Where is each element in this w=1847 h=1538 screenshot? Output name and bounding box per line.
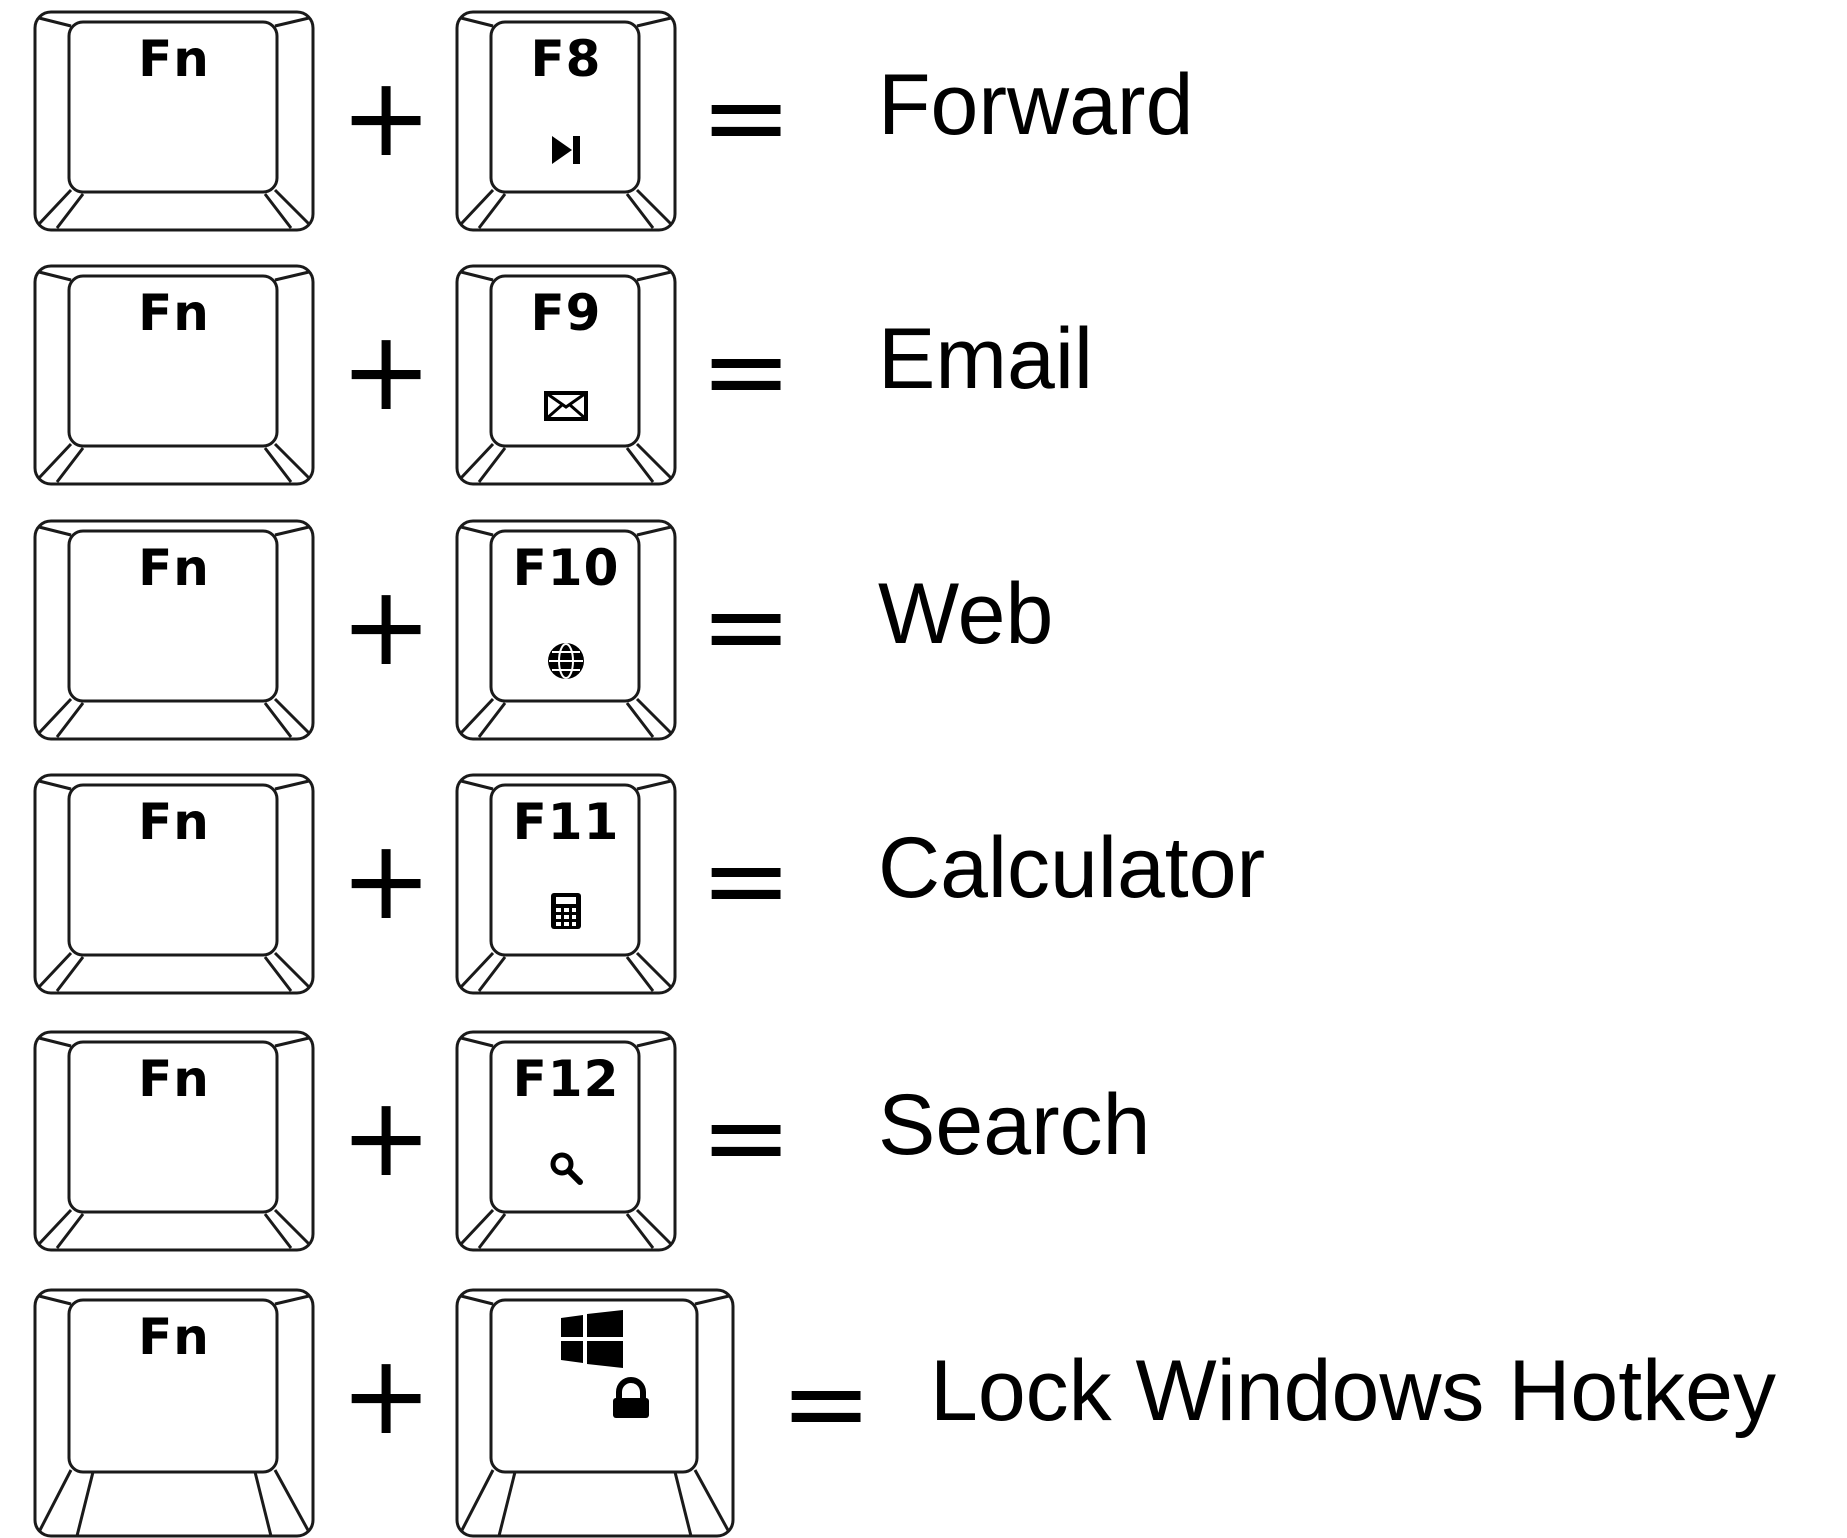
equals-sign: = bbox=[780, 1339, 873, 1467]
f12-key-label: F12 bbox=[512, 1050, 620, 1108]
fn-key: Fn bbox=[33, 1288, 315, 1538]
fn-key: Fn bbox=[33, 1030, 315, 1252]
fn-key: Fn bbox=[33, 519, 315, 741]
fn-key-label: Fn bbox=[138, 539, 210, 597]
plus-sign: + bbox=[340, 307, 433, 435]
f8-key: F8 bbox=[455, 10, 677, 232]
f11-key-label: F11 bbox=[512, 793, 620, 851]
envelope-icon bbox=[455, 390, 677, 422]
result-label: Search bbox=[878, 1077, 1151, 1173]
f10-key: F10 bbox=[455, 519, 677, 741]
keycap-outline bbox=[455, 773, 677, 995]
result-label: Forward bbox=[878, 57, 1194, 153]
equals-sign: = bbox=[700, 816, 793, 944]
result-label: Web bbox=[878, 566, 1054, 662]
result-label: Email bbox=[878, 311, 1094, 407]
keycap-outline bbox=[33, 1030, 315, 1252]
windows-key bbox=[455, 1288, 735, 1538]
fn-key-label: Fn bbox=[138, 284, 210, 342]
f10-key-label: F10 bbox=[512, 539, 620, 597]
keycap-outline bbox=[455, 264, 677, 486]
magnifier-icon bbox=[455, 1150, 677, 1186]
keycap-outline bbox=[455, 10, 677, 232]
result-label: Lock Windows Hotkey bbox=[930, 1343, 1776, 1439]
globe-icon bbox=[455, 641, 677, 681]
next-track-icon bbox=[455, 133, 677, 167]
plus-sign: + bbox=[340, 1331, 433, 1459]
keycap-outline bbox=[455, 519, 677, 741]
shortcut-row-email: Fn + F9 = Email bbox=[0, 264, 1847, 514]
plus-sign: + bbox=[340, 562, 433, 690]
fn-key-label: Fn bbox=[138, 793, 210, 851]
shortcut-row-forward: Fn + F8 = Forward bbox=[0, 10, 1847, 260]
fn-key-label: Fn bbox=[138, 1050, 210, 1108]
equals-sign: = bbox=[700, 1073, 793, 1201]
plus-sign: + bbox=[340, 1073, 433, 1201]
fn-key-label: Fn bbox=[138, 30, 210, 88]
f9-key: F9 bbox=[455, 264, 677, 486]
f9-key-label: F9 bbox=[530, 284, 602, 342]
equals-sign: = bbox=[700, 307, 793, 435]
keycap-outline bbox=[455, 1288, 735, 1538]
equals-sign: = bbox=[700, 53, 793, 181]
equals-sign: = bbox=[700, 562, 793, 690]
fn-key: Fn bbox=[33, 10, 315, 232]
fn-key-label: Fn bbox=[138, 1308, 210, 1366]
shortcut-row-search: Fn + F12 = Search bbox=[0, 1030, 1847, 1280]
f8-key-label: F8 bbox=[530, 30, 602, 88]
f12-key: F12 bbox=[455, 1030, 677, 1252]
f11-key: F11 bbox=[455, 773, 677, 995]
shortcut-row-web: Fn + F10 = Web bbox=[0, 519, 1847, 769]
shortcut-row-lock-windows-hotkey: Fn + bbox=[0, 1288, 1847, 1538]
fn-key: Fn bbox=[33, 773, 315, 995]
fn-key: Fn bbox=[33, 264, 315, 486]
keycap-outline bbox=[33, 10, 315, 232]
keycap-outline bbox=[455, 1030, 677, 1252]
shortcut-row-calculator: Fn + F11 = Calculator bbox=[0, 773, 1847, 1023]
keycap-outline bbox=[33, 264, 315, 486]
result-label: Calculator bbox=[878, 820, 1266, 916]
plus-sign: + bbox=[340, 816, 433, 944]
keycap-outline bbox=[33, 519, 315, 741]
keycap-outline bbox=[33, 773, 315, 995]
calculator-icon bbox=[455, 891, 677, 931]
plus-sign: + bbox=[340, 53, 433, 181]
windows-lock-icon bbox=[559, 1310, 649, 1418]
